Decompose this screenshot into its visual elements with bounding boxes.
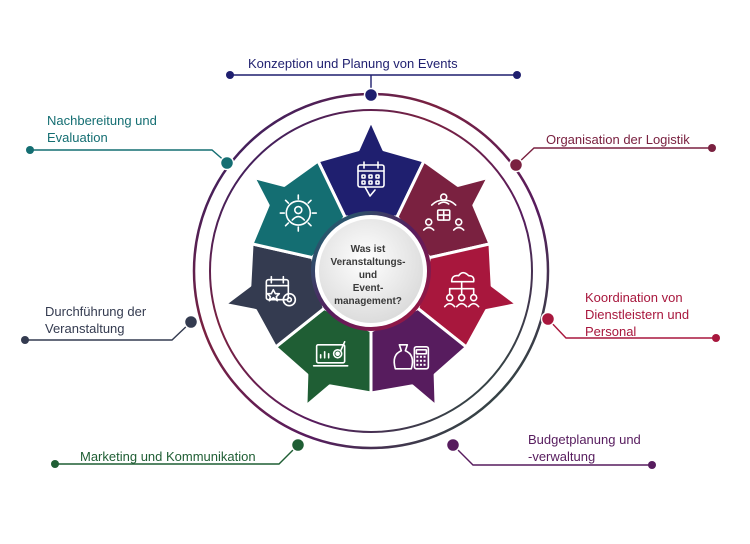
center-line-2: Veranstaltungs- (330, 257, 406, 268)
label-durchfuehrung-line-2: Veranstaltung (45, 321, 125, 336)
inner-ring (209, 109, 533, 433)
label-konzeption: Konzeption und Planung von Events (248, 55, 458, 72)
person-gear-evaluation-icon (279, 194, 318, 232)
label-koordination: Koordination von Dienstleistern und Pers… (585, 289, 689, 340)
center-question: Was ist Veranstaltungs- und Event- manag… (320, 243, 416, 308)
connector-logistik (508, 144, 716, 173)
laptop-target-analytics-icon (312, 340, 349, 367)
connector-koordination (540, 311, 720, 342)
connector-nachbereitung (26, 146, 235, 171)
label-logistik: Organisation der Logistik (546, 131, 690, 148)
label-budget-line-2: -verwaltung (528, 449, 596, 464)
label-durchfuehrung: Durchführung der Veranstaltung (45, 303, 146, 337)
calendar-gear-star-icon (265, 275, 297, 307)
people-network-cloud-icon (443, 271, 480, 308)
connector-marketing (51, 437, 306, 468)
ring-node-nachbereitung (219, 155, 235, 171)
ring-node-koordination (540, 311, 556, 327)
label-marketing: Marketing und Kommunikation (80, 448, 256, 465)
label-koordination-line-1: Koordination von (585, 290, 683, 305)
label-budget-line-1: Budgetplanung und (528, 432, 641, 447)
calendar-planning-icon (357, 161, 385, 197)
label-nachbereitung-line-1: Nachbereitung und (47, 113, 157, 128)
center-line-3: und (358, 270, 378, 281)
label-koordination-line-2: Dienstleistern und (585, 307, 690, 322)
label-nachbereitung-line-2: Evaluation (47, 130, 108, 145)
label-budget: Budgetplanung und -verwaltung (528, 431, 641, 465)
label-koordination-line-3: Personal (585, 324, 637, 339)
connector-konzeption (226, 71, 521, 103)
logistics-team-box-icon (422, 193, 465, 231)
label-konzeption-line-1: Konzeption und Planung von Events (248, 56, 458, 71)
connector-durchfuehrung (21, 314, 199, 344)
center-disc (319, 219, 423, 323)
label-nachbereitung: Nachbereitung und Evaluation (47, 112, 157, 146)
center-line-5: management? (334, 296, 402, 307)
connector-budget (445, 437, 656, 469)
center-line-4: Event- (352, 283, 384, 294)
ring-node-durchfuehrung (183, 314, 199, 330)
ring-node-marketing (290, 437, 306, 453)
label-marketing-line-1: Marketing und Kommunikation (80, 449, 256, 464)
money-bag-calculator-icon (393, 343, 430, 370)
label-durchfuehrung-line-1: Durchführung der (45, 304, 147, 319)
center-line-1: Was ist (350, 244, 386, 255)
label-logistik-line-1: Organisation der Logistik (546, 132, 690, 147)
ring-node-konzeption (363, 87, 379, 103)
segment-nachbereitung (250, 159, 347, 260)
ring-node-logistik (508, 157, 524, 173)
ring-node-budget (445, 437, 461, 453)
